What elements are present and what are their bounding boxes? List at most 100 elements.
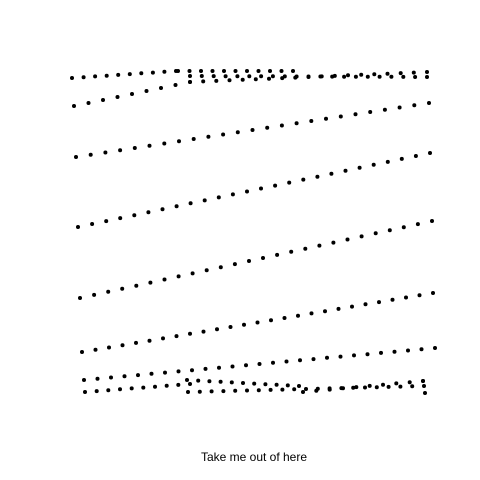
dot	[363, 385, 367, 390]
exit-link[interactable]: Take me out of here	[200, 450, 308, 464]
dot	[314, 388, 319, 393]
dot	[129, 386, 134, 391]
dot	[365, 352, 370, 357]
dot	[381, 382, 385, 387]
dot	[188, 74, 192, 78]
dot	[148, 280, 153, 285]
dot	[176, 274, 181, 279]
dot	[81, 75, 86, 80]
dot	[410, 384, 415, 389]
dot	[341, 386, 345, 391]
dot	[404, 295, 408, 300]
dot	[354, 385, 359, 390]
dot	[265, 125, 270, 130]
dot	[261, 256, 265, 260]
dot	[382, 107, 387, 112]
dot	[401, 74, 406, 79]
dot	[267, 76, 271, 81]
dot	[132, 213, 137, 218]
dot	[392, 349, 397, 354]
dot	[230, 364, 235, 369]
dot	[338, 114, 343, 119]
dot	[132, 146, 137, 150]
dot	[202, 198, 207, 203]
dot	[176, 382, 181, 387]
dot	[106, 388, 111, 393]
dot	[327, 387, 332, 392]
dot	[296, 313, 300, 318]
dot	[214, 78, 219, 83]
dot	[118, 387, 122, 392]
dot	[159, 86, 163, 90]
dot	[94, 389, 99, 394]
dot	[338, 354, 343, 359]
dot	[221, 132, 226, 137]
dot	[222, 69, 226, 73]
dot	[324, 116, 328, 121]
dot	[397, 105, 402, 110]
dot	[279, 69, 284, 73]
dot	[199, 69, 203, 73]
dot	[95, 376, 100, 381]
dot	[425, 75, 429, 79]
dot	[74, 155, 78, 159]
dot	[235, 74, 240, 79]
dot	[417, 293, 422, 298]
dot	[92, 292, 97, 297]
dot	[323, 309, 327, 314]
dot	[147, 338, 152, 343]
dot	[371, 162, 376, 167]
dot	[90, 222, 95, 226]
dot	[93, 74, 98, 79]
dot	[107, 345, 111, 350]
dot	[325, 355, 329, 360]
dot	[186, 390, 190, 394]
dot	[336, 306, 341, 311]
dot	[425, 70, 429, 74]
dot	[82, 378, 86, 382]
dot	[275, 252, 280, 257]
dot	[433, 346, 437, 350]
dot	[244, 363, 248, 368]
dot	[245, 388, 249, 393]
dot	[353, 74, 358, 79]
dot	[385, 71, 390, 76]
dot	[174, 204, 179, 209]
dot	[274, 382, 279, 387]
dot	[139, 71, 144, 76]
dot	[116, 72, 121, 77]
dot	[227, 78, 232, 83]
dot	[136, 373, 140, 378]
dot	[233, 388, 238, 393]
dot	[72, 104, 76, 108]
dot	[120, 343, 125, 348]
dot	[245, 189, 249, 194]
dot	[177, 139, 181, 144]
dot	[407, 380, 412, 385]
dot	[411, 70, 416, 75]
dot	[104, 219, 109, 224]
dot	[247, 259, 251, 263]
dot	[297, 384, 301, 388]
dot	[147, 143, 152, 148]
dot	[153, 384, 157, 389]
dot	[149, 371, 154, 376]
dot	[162, 69, 167, 74]
dot	[215, 327, 219, 332]
dot	[196, 378, 201, 383]
dot	[329, 171, 334, 176]
dot	[387, 228, 392, 233]
dot	[209, 389, 214, 394]
dot	[134, 283, 139, 288]
dot	[350, 304, 354, 309]
dot	[415, 222, 420, 227]
dot	[430, 219, 434, 223]
dot	[279, 123, 284, 128]
dot	[228, 325, 233, 329]
dot	[319, 74, 324, 79]
dot	[421, 379, 425, 383]
dot	[163, 370, 167, 375]
dot	[293, 75, 298, 80]
dot	[304, 387, 308, 391]
dot	[346, 73, 350, 78]
